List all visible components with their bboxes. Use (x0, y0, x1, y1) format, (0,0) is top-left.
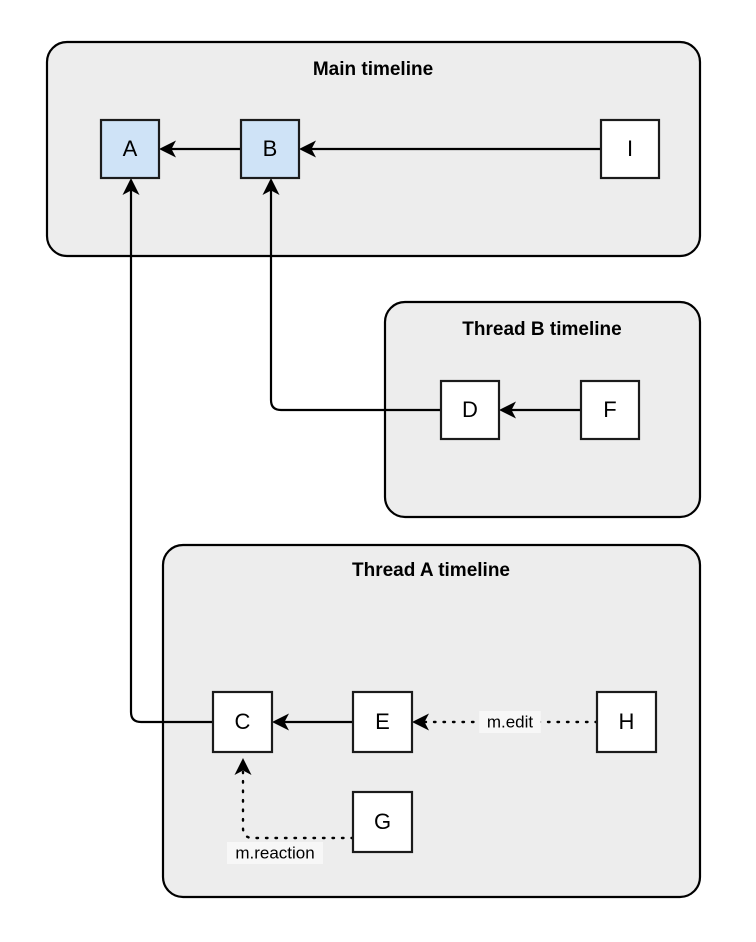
arrowhead-g-to-c (234, 758, 252, 775)
node-label-B: B (263, 136, 278, 161)
edge-i-to-b (299, 140, 601, 158)
node-I[interactable]: I (599, 118, 661, 180)
group-title-thread-b: Thread B timeline (462, 319, 621, 340)
arrowhead-h-to-e (412, 713, 429, 731)
arrowhead-f-to-d (499, 401, 516, 419)
node-box-A[interactable] (99, 118, 161, 180)
node-D[interactable]: D (439, 379, 501, 441)
arrowhead-e-to-c (272, 713, 289, 731)
arrowhead-b-to-a (159, 140, 176, 158)
edge-labels: m.edit m.reaction (227, 711, 541, 864)
edge-e-to-c (272, 713, 353, 731)
node-B[interactable]: B (239, 118, 301, 180)
arrowhead-c-to-a (122, 178, 140, 195)
node-H[interactable]: H (595, 690, 658, 754)
node-box-E[interactable] (351, 690, 414, 754)
node-box-D[interactable] (439, 379, 501, 441)
edge-path-g-to-c (241, 770, 355, 840)
edge-label-group-g-to-c: m.reaction (227, 842, 323, 864)
edge-label-bg-g-to-c (227, 842, 323, 864)
nodes: A B I D F C E G H (99, 118, 661, 854)
edge-path-d-to-b (269, 185, 441, 412)
edge-label-group-h-to-e: m.edit (479, 711, 541, 733)
edge-label-g-to-c: m.reaction (235, 843, 314, 862)
edge-g-to-c (234, 758, 355, 840)
node-label-E: E (375, 709, 390, 734)
node-label-H: H (619, 709, 635, 734)
node-box-F[interactable] (579, 379, 641, 441)
node-box-I[interactable] (599, 118, 661, 180)
node-label-D: D (462, 397, 478, 422)
arrowhead-i-to-b (299, 140, 316, 158)
node-box-B[interactable] (239, 118, 301, 180)
node-C[interactable]: C (211, 690, 274, 754)
edges (122, 140, 601, 840)
node-A[interactable]: A (99, 118, 161, 180)
node-label-I: I (627, 136, 633, 161)
node-label-G: G (374, 809, 391, 834)
group-title-thread-a: Thread A timeline (352, 560, 510, 581)
node-box-G[interactable] (351, 790, 414, 854)
edge-label-bg-h-to-e (479, 711, 541, 733)
node-box-C[interactable] (211, 690, 274, 754)
node-E[interactable]: E (351, 690, 414, 754)
node-label-F: F (603, 397, 616, 422)
edge-label-h-to-e: m.edit (487, 712, 534, 731)
arrowhead-d-to-b (262, 178, 280, 195)
edge-path-c-to-a (129, 185, 213, 724)
node-label-C: C (235, 709, 251, 734)
edge-b-to-a (159, 140, 241, 158)
group-title-main: Main timeline (313, 59, 433, 80)
edge-c-to-a (122, 178, 213, 724)
node-F[interactable]: F (579, 379, 641, 441)
node-G[interactable]: G (351, 790, 414, 854)
edge-f-to-d (499, 401, 581, 419)
node-box-H[interactable] (595, 690, 658, 754)
node-label-A: A (123, 136, 138, 161)
edge-d-to-b (262, 178, 441, 412)
